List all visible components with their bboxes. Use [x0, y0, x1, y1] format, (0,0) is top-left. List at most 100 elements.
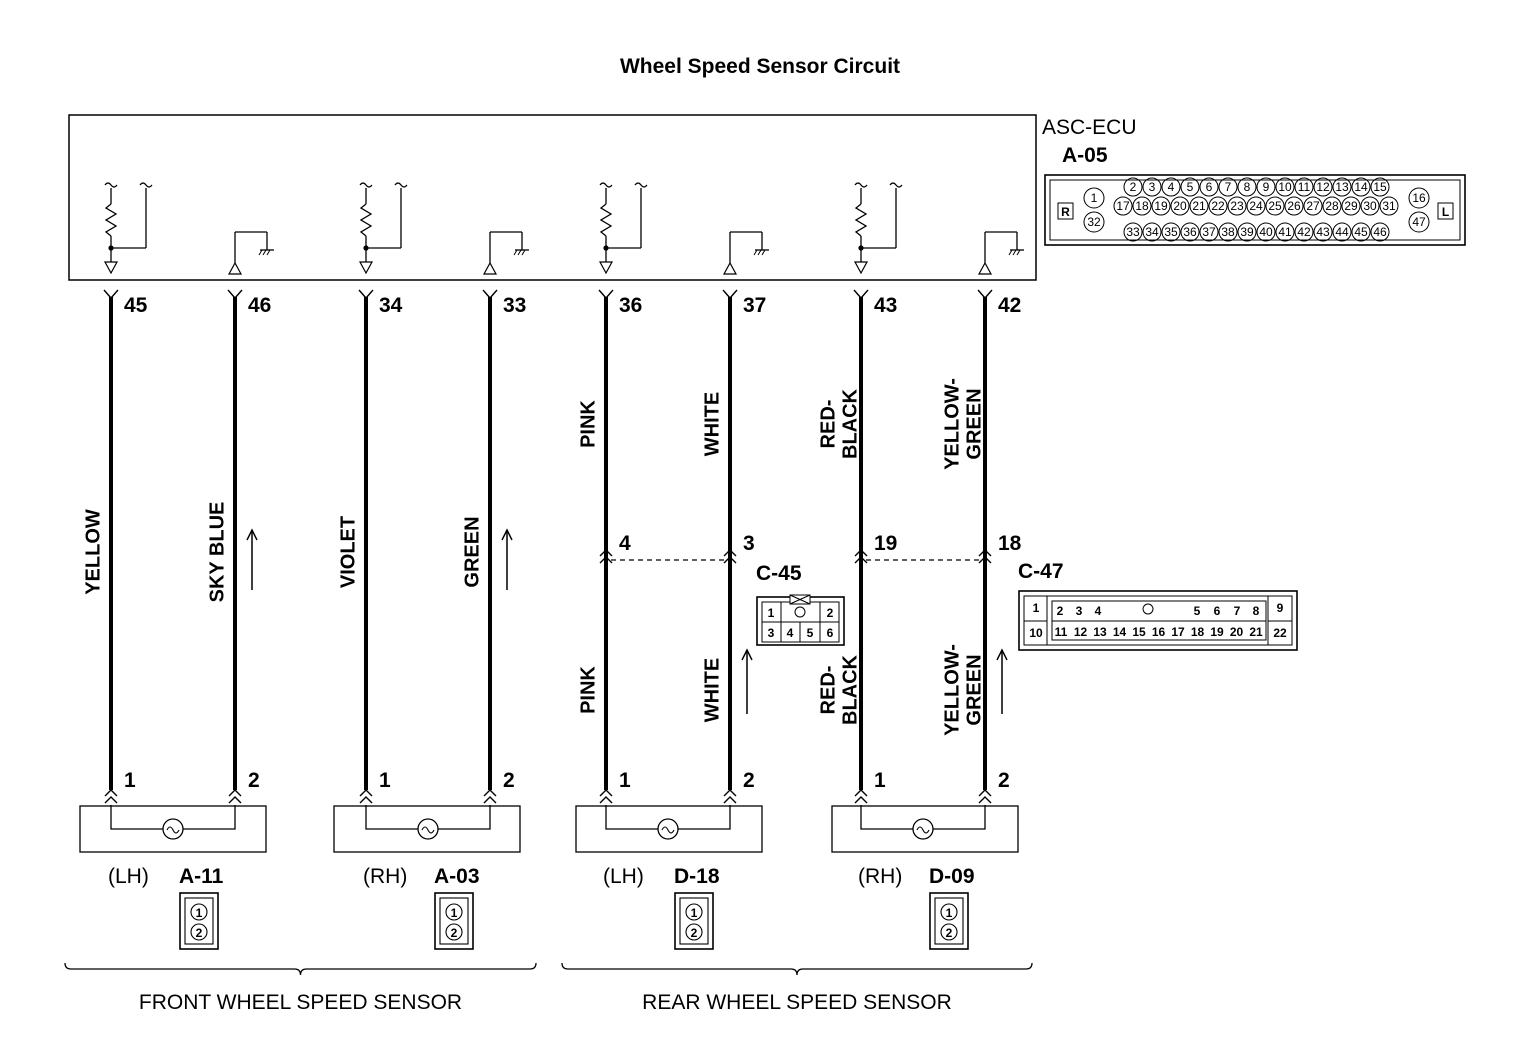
- pin-number: 17: [1171, 625, 1185, 639]
- pin-circle: [1332, 177, 1352, 197]
- ecu-pin-label: 43: [874, 294, 897, 317]
- supply-symbol: [394, 182, 408, 188]
- pin-circle: [1351, 177, 1371, 197]
- pin-number: 45: [1354, 225, 1368, 239]
- connector-chevron: [359, 789, 373, 797]
- pin-circle: [1170, 196, 1190, 216]
- pin-number: 5: [1187, 180, 1194, 194]
- ecu-input-circuit: [358, 182, 408, 275]
- group-brace: FRONT WHEEL SPEED SENSOR: [64, 962, 537, 1014]
- terminal-symbol: [482, 261, 498, 275]
- pin-circle: [190, 923, 208, 941]
- connector-face: [929, 892, 969, 950]
- sensor-pin-label: 2: [998, 769, 1010, 792]
- pin-number: 2: [1130, 180, 1137, 194]
- pin-number: 21: [1249, 625, 1263, 639]
- pin-circle: [445, 903, 463, 921]
- pin-number: 12: [1074, 625, 1088, 639]
- pin-circle: [1189, 196, 1209, 216]
- pin-circle: [1161, 177, 1181, 197]
- connector-chevron: [104, 789, 118, 797]
- sensor-body: [79, 805, 267, 853]
- pin-number: 1: [768, 606, 775, 620]
- connector-chevron: [228, 796, 242, 804]
- pin-number: 15: [1373, 180, 1387, 194]
- pin-number: 28: [1325, 199, 1339, 213]
- pin-circle: [1313, 177, 1333, 197]
- connector-chevron: [599, 556, 613, 564]
- ground-hatch: [1008, 249, 1013, 256]
- side-marker-label: L: [1442, 205, 1449, 219]
- pin-circle: [685, 923, 703, 941]
- pin-circle: [1332, 222, 1352, 242]
- pin-circle: [1303, 196, 1323, 216]
- resistor-symbol: [104, 203, 118, 237]
- pin-circle: [1142, 222, 1162, 242]
- pin-number: 6: [827, 626, 834, 640]
- pin-number: 16: [1412, 191, 1426, 205]
- arrow-head: [246, 528, 258, 541]
- ecu-pin-label: 45: [124, 294, 148, 317]
- junction-pin-label: 4: [619, 532, 631, 555]
- sensor-body: [831, 805, 1019, 853]
- brace-line: [64, 962, 537, 976]
- pin-circle: [1370, 222, 1390, 242]
- pin-circle: [1218, 177, 1238, 197]
- sensor-pin-label: 2: [248, 769, 260, 792]
- pin-number: 33: [1126, 225, 1140, 239]
- connector-chevron: [358, 289, 374, 300]
- supply-symbol: [854, 182, 868, 188]
- group-label: REAR WHEEL SPEED SENSOR: [642, 991, 952, 1014]
- pin-number: 16: [1152, 625, 1166, 639]
- pin-number: 3: [1149, 180, 1156, 194]
- connector-chevron: [599, 549, 613, 557]
- sensor-side-label: (LH): [603, 865, 644, 888]
- side-marker-label: R: [1061, 205, 1070, 219]
- sensor-pin-label: 1: [619, 769, 631, 792]
- sensor-ac-symbol: [661, 826, 675, 834]
- pin-number: 8: [1253, 604, 1260, 618]
- pin-number: 35: [1164, 225, 1178, 239]
- ecu-pin-label: 46: [248, 294, 271, 317]
- connector-chevron: [599, 789, 613, 797]
- connector-key: [794, 606, 806, 618]
- pin-number: 13: [1335, 180, 1349, 194]
- connector-chevron: [483, 789, 497, 797]
- pin-number: 30: [1363, 199, 1377, 213]
- pin-number: 18: [1191, 625, 1205, 639]
- connector-chevron: [483, 796, 497, 804]
- pin-circle: [940, 923, 958, 941]
- pin-circle: [1341, 196, 1361, 216]
- pin-circle: [1113, 196, 1133, 216]
- ecu-pin-label: 33: [503, 294, 526, 317]
- junction-pin-label: 18: [998, 532, 1022, 555]
- wire-color-label: WHITE: [701, 392, 723, 456]
- pin-circle: [1161, 222, 1181, 242]
- pin-number: 9: [1263, 180, 1270, 194]
- junction-connector-label: C-45: [756, 562, 802, 585]
- wire-color-label: RED-: [817, 666, 839, 715]
- ground-hatch: [258, 249, 263, 256]
- sensor-side-label: (LH): [108, 865, 149, 888]
- ground-hatch: [262, 249, 267, 256]
- supply-symbol: [139, 182, 153, 188]
- sensor-ac-symbol: [916, 826, 930, 834]
- connector-face-inner: [184, 897, 214, 945]
- supply-symbol: [599, 182, 613, 188]
- connector-chevron: [854, 549, 868, 557]
- junction-pin-label: 3: [743, 532, 755, 555]
- wire-color-label: RED-: [817, 400, 839, 449]
- pin-number: 38: [1221, 225, 1235, 239]
- ground-hatch: [753, 249, 758, 256]
- pin-number: 29: [1344, 199, 1358, 213]
